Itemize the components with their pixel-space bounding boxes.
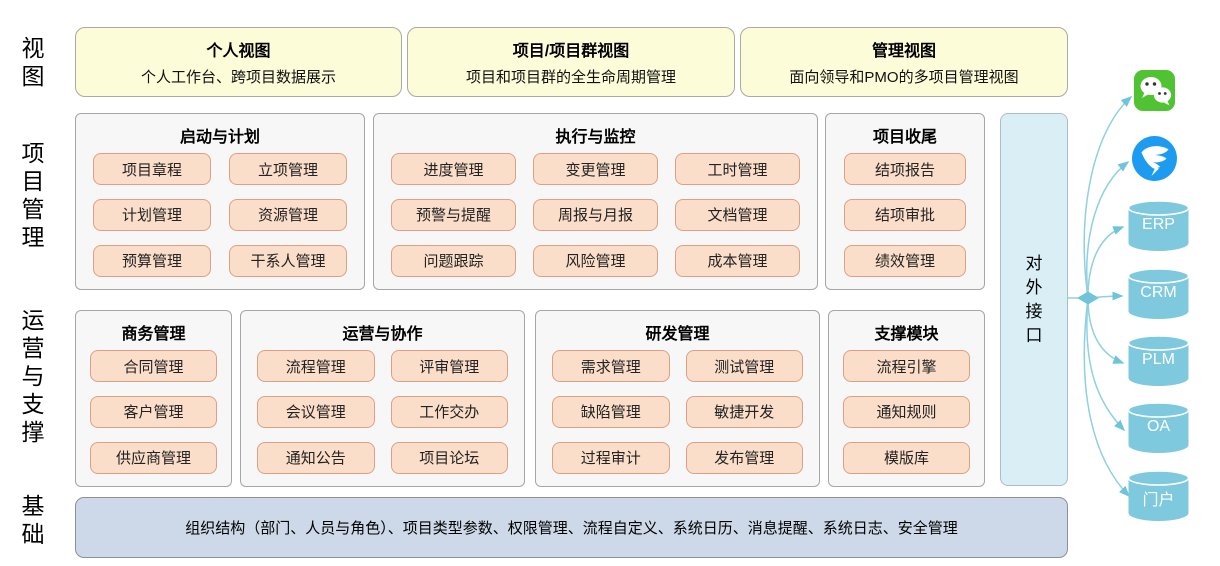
group-rd-management: 研发管理 需求管理 测试管理 缺陷管理 敏捷开发 过程审计 发布管理 [535,310,820,487]
module-chip: 结项审批 [844,198,966,231]
module-chip: 立项管理 [229,153,347,186]
system-label: OA [1146,418,1171,435]
group-title: 启动与计划 [179,129,260,146]
module-chip: 合同管理 [90,350,217,383]
module-chip: 绩效管理 [844,244,966,277]
view-card-title: 项目/项目群视图 [512,43,630,60]
group-support-modules: 支撑模块 流程引擎 通知规则 模版库 [828,310,985,487]
dingtalk-icon [1132,136,1177,186]
external-interface-bar: 对外接口 [1000,113,1068,486]
module-chip: 过程审计 [552,441,670,474]
module-chip: 文档管理 [675,198,800,231]
foundation-text: 组织结构（部门、人员与角色）、项目类型参数、权限管理、流程自定义、系统日历、消息… [185,520,958,537]
group-project-closure: 项目收尾 结项报告 结项审批 绩效管理 [825,113,985,290]
group-execution-monitoring: 执行与监控 进度管理 变更管理 工时管理 预警与提醒 周报与月报 文档管理 问题… [373,113,818,290]
system-label: CRM [1140,284,1177,301]
system-label: ERP [1142,216,1175,233]
group-title: 研发管理 [645,326,710,343]
module-chip: 工时管理 [675,153,800,186]
database-cylinder-icon [1127,268,1190,319]
external-interface-label: 对外接口 [1025,253,1043,345]
group-title: 运营与协作 [342,326,423,343]
group-title: 项目收尾 [872,129,937,146]
module-chip: 项目章程 [93,153,211,186]
database-cylinder-icon [1127,402,1190,453]
view-card-subtitle: 项目和项目群的全生命周期管理 [465,69,676,86]
module-chip: 项目论坛 [390,441,508,474]
system-label: 门户 [1142,492,1175,509]
view-card-title: 个人视图 [206,43,271,60]
module-chip: 评审管理 [390,350,508,383]
module-chip: 进度管理 [391,153,516,186]
view-card-project: 项目/项目群视图 项目和项目群的全生命周期管理 [407,27,735,97]
view-card-management: 管理视图 面向领导和PMO的多项目管理视图 [740,27,1068,97]
module-chip: 通知规则 [843,395,970,428]
group-title: 执行与监控 [555,129,636,146]
module-chip: 通知公告 [257,441,375,474]
module-chip: 工作交办 [390,395,508,428]
group-operation-collaboration: 运营与协作 流程管理 评审管理 会议管理 工作交办 通知公告 项目论坛 [240,310,525,487]
database-cylinder-icon [1127,335,1190,386]
band-label-operation-support: 运营与支撑 [21,307,45,445]
system-portal: 门户 [1126,469,1191,522]
module-chip: 资源管理 [229,198,347,231]
view-card-personal: 个人视图 个人工作台、跨项目数据展示 [75,27,402,97]
band-label-foundation: 基础 [21,493,45,547]
module-chip: 结项报告 [844,153,966,186]
module-chip: 流程引擎 [843,350,970,383]
database-cylinder-icon [1127,200,1190,251]
module-chip: 发布管理 [685,441,803,474]
module-chip: 成本管理 [675,244,800,277]
module-chip: 测试管理 [685,350,803,383]
module-chip: 预算管理 [93,244,211,277]
database-cylinder-icon [1127,470,1190,521]
module-chip: 周报与月报 [533,198,658,231]
module-chip: 供应商管理 [90,441,217,474]
wechat-icon [1134,70,1175,116]
group-initiation-planning: 启动与计划 项目章程 立项管理 计划管理 资源管理 预算管理 干系人管理 [75,113,365,290]
view-card-subtitle: 面向领导和PMO的多项目管理视图 [789,69,1019,86]
module-chip: 模版库 [843,441,970,474]
module-chip: 预警与提醒 [391,198,516,231]
module-chip: 变更管理 [533,153,658,186]
system-erp: ERP [1126,199,1191,252]
system-label: PLM [1142,351,1175,368]
module-chip: 问题跟踪 [391,244,516,277]
module-chip: 会议管理 [257,395,375,428]
group-title: 支撑模块 [874,326,939,343]
system-plm: PLM [1126,334,1191,387]
band-label-project-management: 项目管理 [21,140,45,250]
group-title: 商务管理 [121,326,186,343]
module-chip: 计划管理 [93,198,211,231]
hub-diamond [1077,291,1099,305]
foundation-bar: 组织结构（部门、人员与角色）、项目类型参数、权限管理、流程自定义、系统日历、消息… [75,497,1068,558]
module-chip: 客户管理 [90,395,217,428]
band-label-view: 视图 [21,35,45,89]
module-chip: 缺陷管理 [552,395,670,428]
group-business-management: 商务管理 合同管理 客户管理 供应商管理 [75,310,232,487]
module-chip: 敏捷开发 [685,395,803,428]
view-card-title: 管理视图 [871,43,936,60]
system-crm: CRM [1126,267,1191,320]
module-chip: 风险管理 [533,244,658,277]
module-chip: 流程管理 [257,350,375,383]
module-chip: 干系人管理 [229,244,347,277]
view-card-subtitle: 个人工作台、跨项目数据展示 [140,69,336,86]
module-chip: 需求管理 [552,350,670,383]
system-oa: OA [1126,401,1191,454]
